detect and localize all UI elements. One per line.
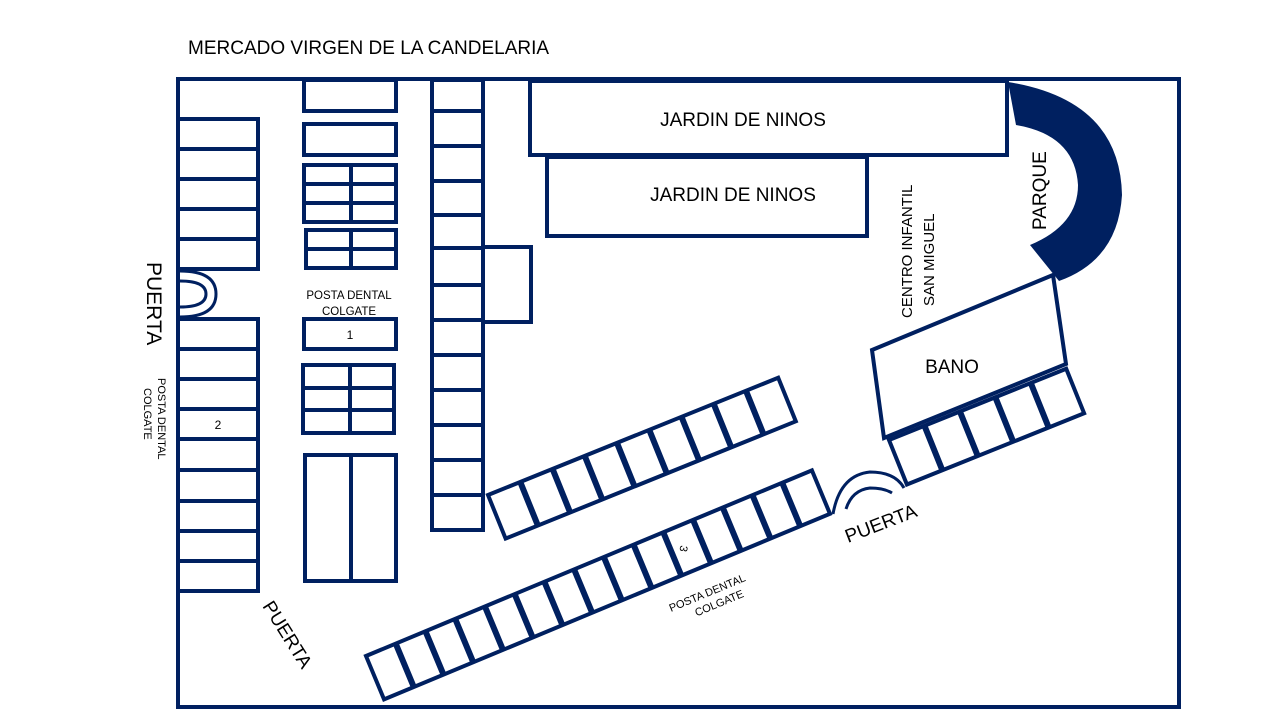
- parque-label: PARQUE: [1030, 151, 1051, 230]
- diagonal-stalls-lower: [363, 467, 833, 703]
- posta-dental-1-line1: POSTA DENTAL: [306, 290, 392, 302]
- jardin-2-label: JARDIN DE NINOS: [650, 185, 816, 206]
- column-2-stalls: [301, 78, 398, 583]
- diagonal-stalls-right: [886, 366, 1087, 488]
- bottom-right-door: [831, 470, 906, 515]
- posta-dental-2: POSTA DENTAL COLGATE: [141, 378, 167, 460]
- posta-dental-1-line2: COLGATE: [322, 306, 376, 318]
- centro-infantil-label: CENTRO INFANTIL SAN MIGUEL: [899, 185, 938, 318]
- jardin-1-label: JARDIN DE NINOS: [660, 110, 826, 131]
- jardin-de-ninos-2: [545, 155, 869, 238]
- bano-label: BANO: [925, 357, 979, 378]
- stall-2-label: 2: [215, 418, 222, 432]
- left-door: [179, 269, 218, 319]
- stall-3-label: 3: [677, 544, 690, 552]
- left-stalls-bottom: [176, 317, 260, 593]
- svg-text:CENTRO INFANTIL: CENTRO INFANTIL: [899, 185, 916, 318]
- parque-area: [1008, 82, 1122, 281]
- puerta-left-label: PUERTA: [142, 262, 165, 345]
- svg-text:COLGATE: COLGATE: [141, 388, 153, 440]
- column-3-stalls: [430, 78, 533, 532]
- svg-text:POSTA DENTAL: POSTA DENTAL: [155, 378, 167, 460]
- bano-area: [869, 272, 1069, 441]
- left-stalls-top: [176, 117, 260, 271]
- svg-text:SAN MIGUEL: SAN MIGUEL: [921, 213, 938, 306]
- map-title: MERCADO VIRGEN DE LA CANDELARIA: [188, 38, 549, 59]
- jardin-de-ninos-1: [528, 79, 1009, 157]
- diagonal-stalls-upper: [485, 375, 799, 542]
- stall-1-label: 1: [347, 328, 354, 342]
